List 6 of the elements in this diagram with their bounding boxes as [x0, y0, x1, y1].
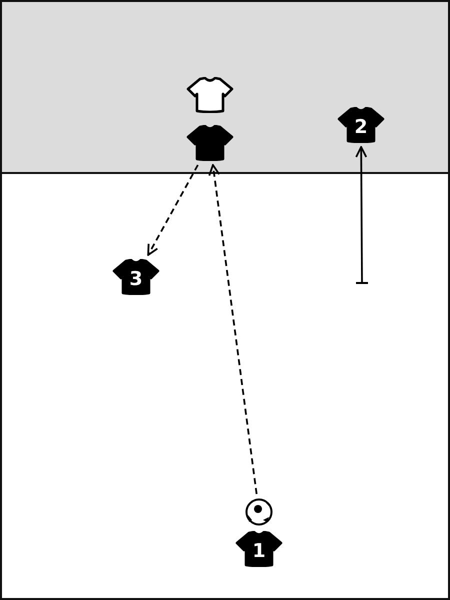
player-number: 3 — [129, 270, 143, 288]
pass-arrow — [147, 164, 199, 256]
pass-arrow — [208, 164, 258, 494]
run-arrow — [355, 146, 369, 284]
player-number: 2 — [354, 118, 368, 136]
player-number: 1 — [252, 542, 266, 560]
